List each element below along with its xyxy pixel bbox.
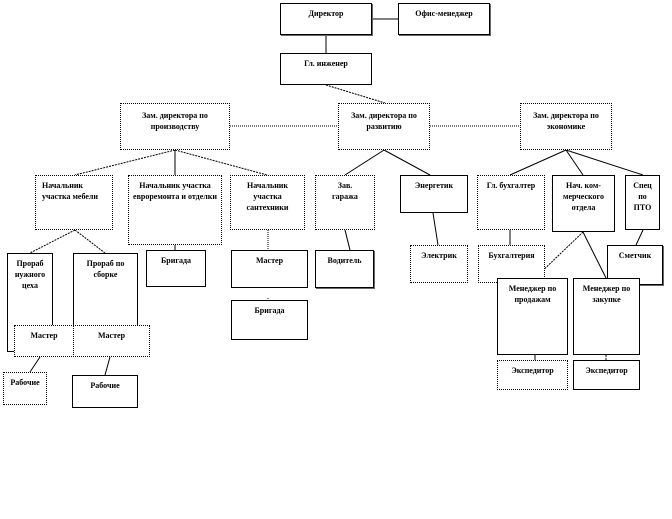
node-workers-1: Рабочие [3,372,47,405]
node-deputy-development: Зам. директора по развитию [338,103,430,150]
node-head-renovation: Начальник участка евроремонта и отделки [128,175,222,245]
node-master-1: Мастер [14,325,74,357]
node-head-commercial: Нач. ком-мерческого отдела [552,175,615,232]
node-office-manager: Офис-менеджер [398,3,490,35]
node-purchase-manager: Менеджер по закупке [573,278,640,355]
node-master-plumbing: Мастер [231,250,308,288]
node-brigade-plumbing: Бригада [231,300,308,340]
node-sales-manager: Менеджер по продажам [497,278,568,355]
node-energy-engineer: Энергетик [400,175,468,213]
node-head-plumbing: Начальник участка сантехники [230,175,305,230]
node-electrician: Электрик [410,245,468,283]
node-deputy-economics: Зам. директора по экономике [520,103,612,150]
node-pto-specialist: Спец по ПТО [625,175,660,230]
node-workers-2: Рабочие [72,375,138,408]
node-chief-engineer: Гл. инженер [280,53,372,85]
node-chief-accountant: Гл. бухгалтер [477,175,545,230]
node-master-2: Мастер [73,325,150,357]
node-brigade-renovation: Бригада [146,250,206,287]
node-accounting: Бухгалтерия [478,245,545,283]
node-forwarder-1: Экспедитор [497,360,568,390]
node-deputy-production: Зам. директора по производству [120,103,230,150]
node-head-furniture: Начальник участка мебели [35,175,113,230]
node-forwarder-2: Экспедитор [573,360,640,390]
node-head-garage: Зав. гаража [315,175,375,230]
node-director: Директор [280,3,372,35]
node-driver: Водитель [315,250,374,288]
